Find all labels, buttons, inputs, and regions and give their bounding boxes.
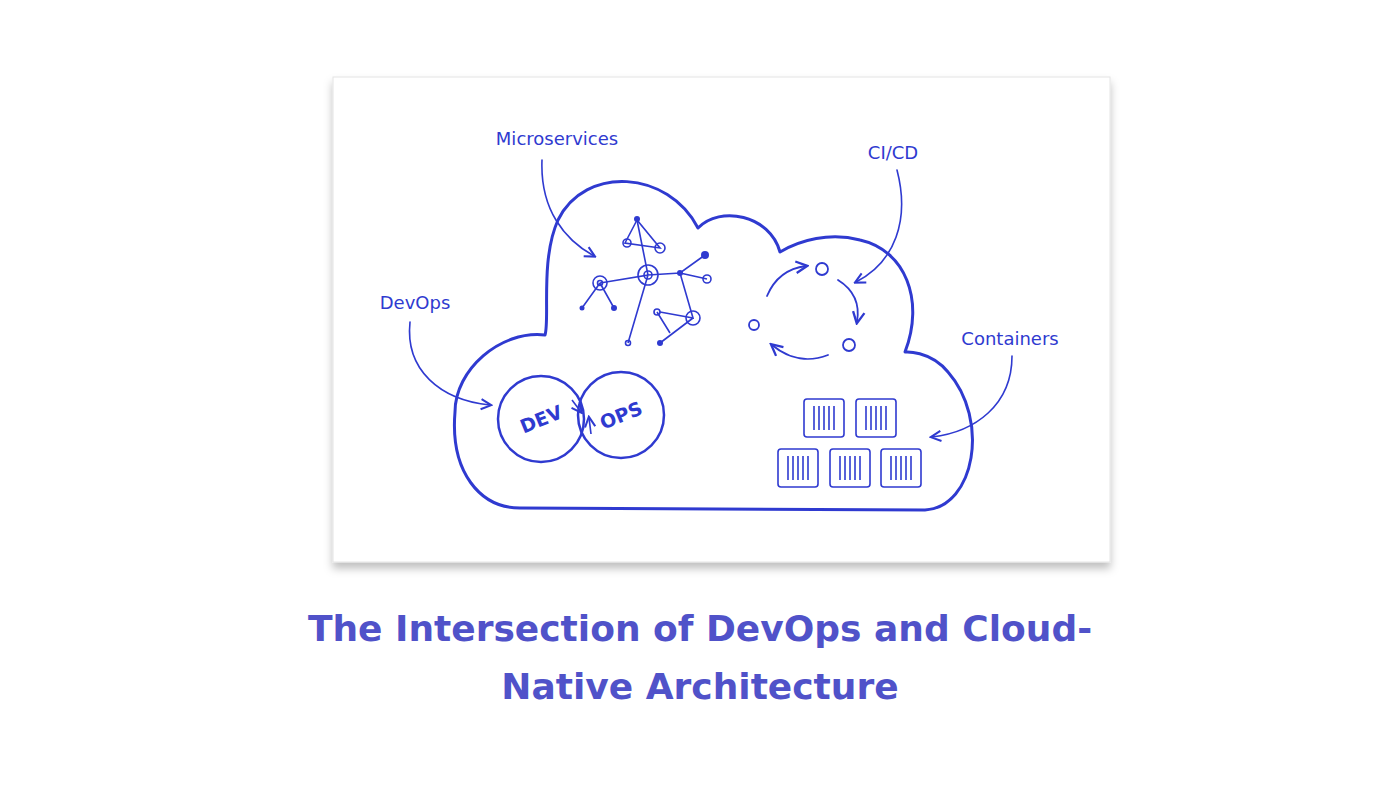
node-text: OPS: [597, 397, 646, 434]
callout-label: CI/CD: [868, 142, 918, 163]
cicd-cycle: [749, 263, 858, 359]
callout-label: DevOps: [380, 292, 451, 313]
cloud-outline: [454, 181, 972, 510]
containers: [778, 399, 921, 487]
node-text: DEV: [517, 401, 566, 438]
card: [333, 77, 1110, 562]
callout-label: Containers: [961, 328, 1058, 349]
cycle-circle: DEV: [495, 373, 587, 465]
leader-line: [932, 356, 1012, 437]
cycle-arrow: [589, 418, 591, 434]
callout-label: Microservices: [496, 128, 618, 149]
cycle-circle: OPS: [575, 369, 667, 461]
microservices-network: [582, 220, 711, 346]
leader-line: [410, 322, 490, 405]
leader-line: [856, 170, 902, 282]
title: The Intersection of DevOps and Cloud-Nat…: [250, 600, 1150, 716]
leader-line: [542, 160, 594, 256]
title-text: The Intersection of DevOps and Cloud-Nat…: [308, 608, 1092, 707]
